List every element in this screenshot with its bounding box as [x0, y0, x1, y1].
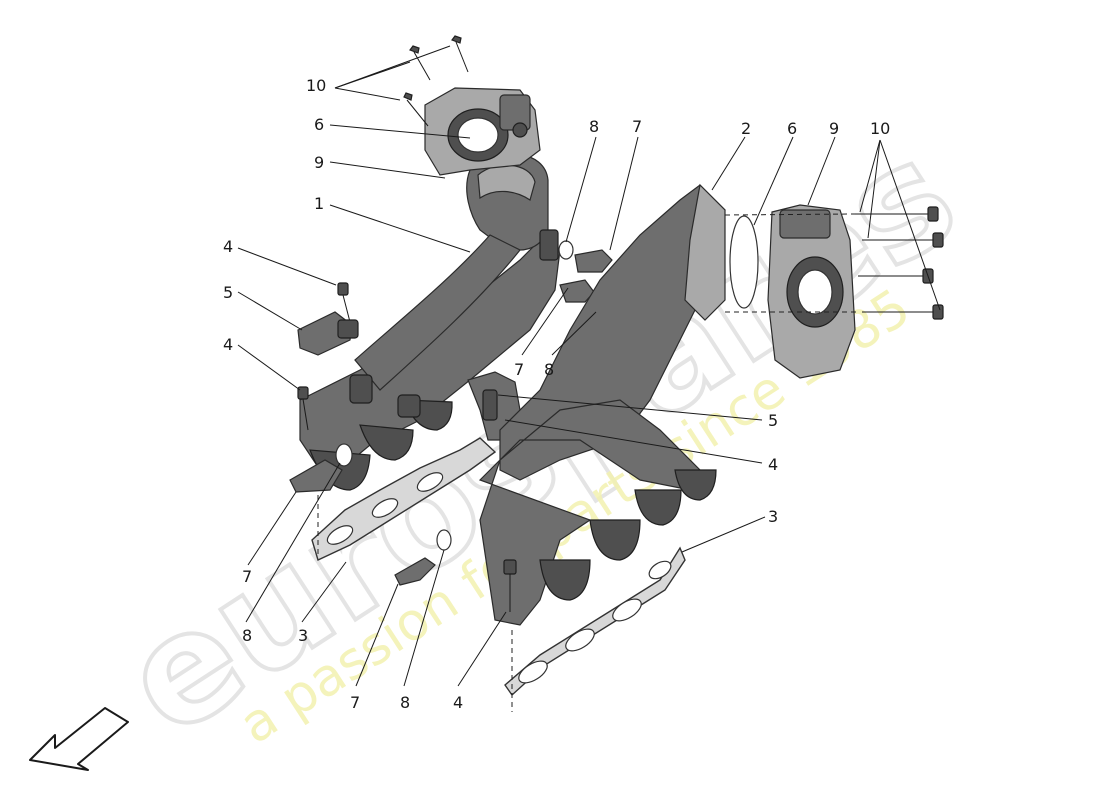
callout-10: 10 — [870, 119, 890, 138]
callout-7: 7 — [632, 117, 642, 136]
right-intake-manifold — [478, 183, 726, 626]
callout-7: 7 — [242, 567, 252, 586]
callout-1: 1 — [314, 194, 324, 213]
right-throttle-body — [767, 204, 856, 379]
right-o-ring — [729, 215, 759, 309]
callout-4: 4 — [453, 693, 463, 712]
left-intake-manifold — [299, 153, 561, 491]
lower-sensor-parts — [394, 529, 517, 612]
callout-4: 4 — [223, 335, 233, 354]
left-sensor-parts — [289, 282, 359, 493]
callout-3: 3 — [768, 507, 778, 526]
callout-9: 9 — [314, 153, 324, 172]
callout-8: 8 — [242, 626, 252, 645]
callout-4: 4 — [768, 455, 778, 474]
callout-8: 8 — [400, 693, 410, 712]
right-gasket — [504, 546, 686, 697]
callout-7: 7 — [514, 360, 524, 379]
callout-6: 6 — [314, 115, 324, 134]
callout-9: 9 — [829, 119, 839, 138]
callout-labels: 10 6 9 1 4 5 4 8 7 2 6 9 10 7 8 5 4 3 7 … — [223, 76, 890, 712]
left-throttle-body — [424, 87, 541, 176]
callout-8: 8 — [589, 117, 599, 136]
callout-4: 4 — [223, 237, 233, 256]
callout-5: 5 — [223, 283, 233, 302]
callout-5: 5 — [768, 411, 778, 430]
callout-8: 8 — [544, 360, 554, 379]
callout-7: 7 — [350, 693, 360, 712]
left-bolts — [403, 35, 469, 127]
front-direction-arrow-icon — [29, 707, 129, 771]
callout-10: 10 — [306, 76, 326, 95]
callout-6: 6 — [787, 119, 797, 138]
callout-3: 3 — [298, 626, 308, 645]
left-gasket — [311, 437, 497, 561]
callout-2: 2 — [741, 119, 751, 138]
leader-lines — [237, 45, 941, 687]
